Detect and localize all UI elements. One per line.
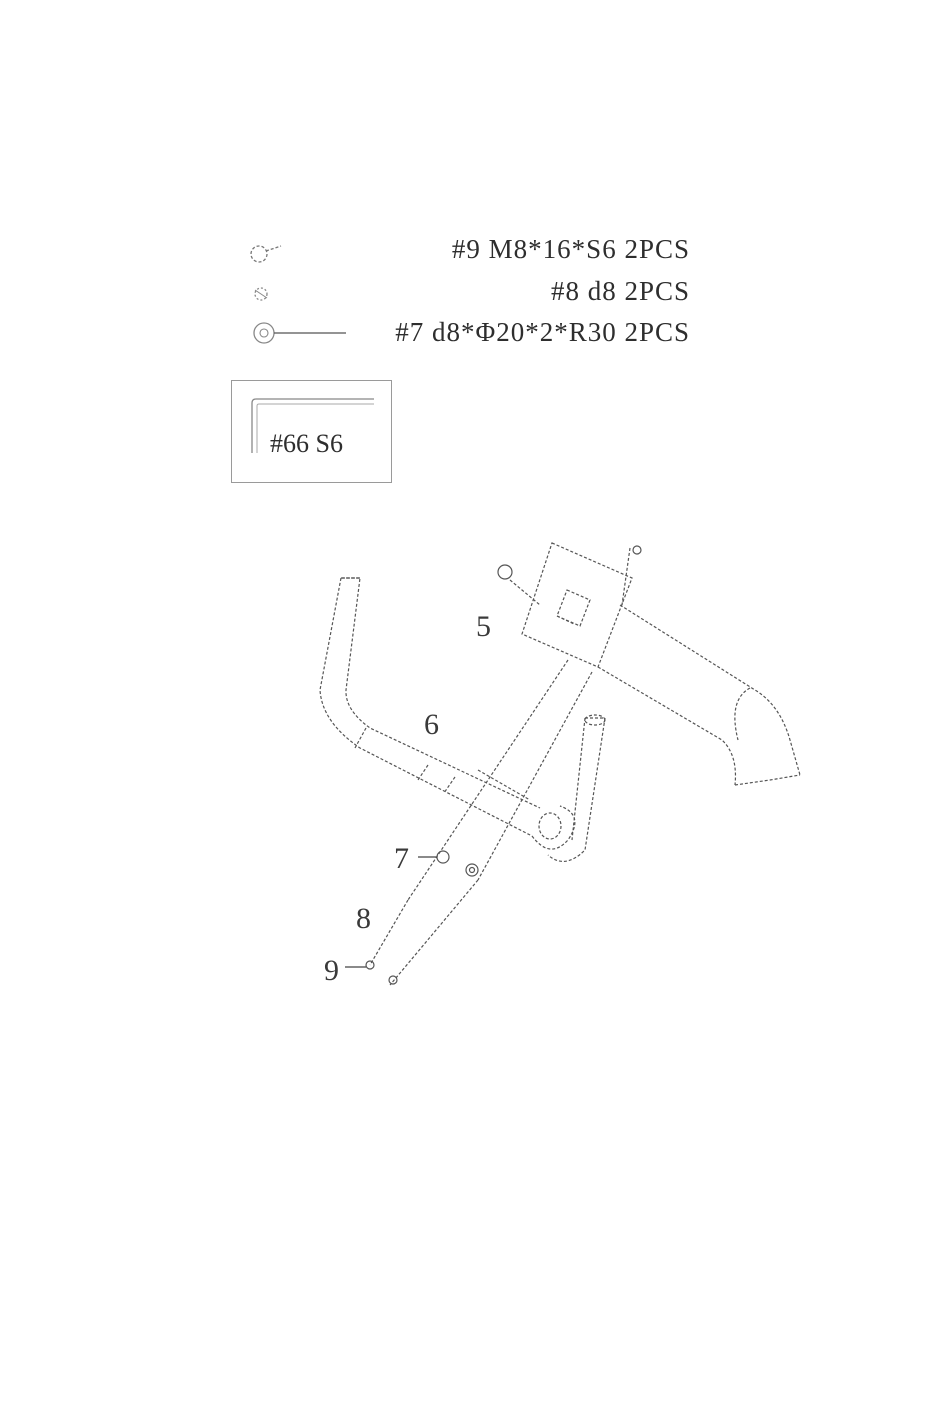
callout-7: 7	[394, 842, 409, 875]
upright-tube	[548, 715, 605, 861]
callout-6: 6	[424, 708, 439, 741]
callout-9: 9	[324, 954, 339, 987]
frame-tube	[598, 605, 800, 785]
assembly-guide-lines	[370, 548, 630, 985]
mounting-plate	[522, 543, 632, 667]
fasteners	[366, 546, 641, 984]
callout-8: 8	[356, 902, 371, 935]
callout-5: 5	[476, 610, 491, 643]
handlebar-tube	[320, 578, 575, 849]
